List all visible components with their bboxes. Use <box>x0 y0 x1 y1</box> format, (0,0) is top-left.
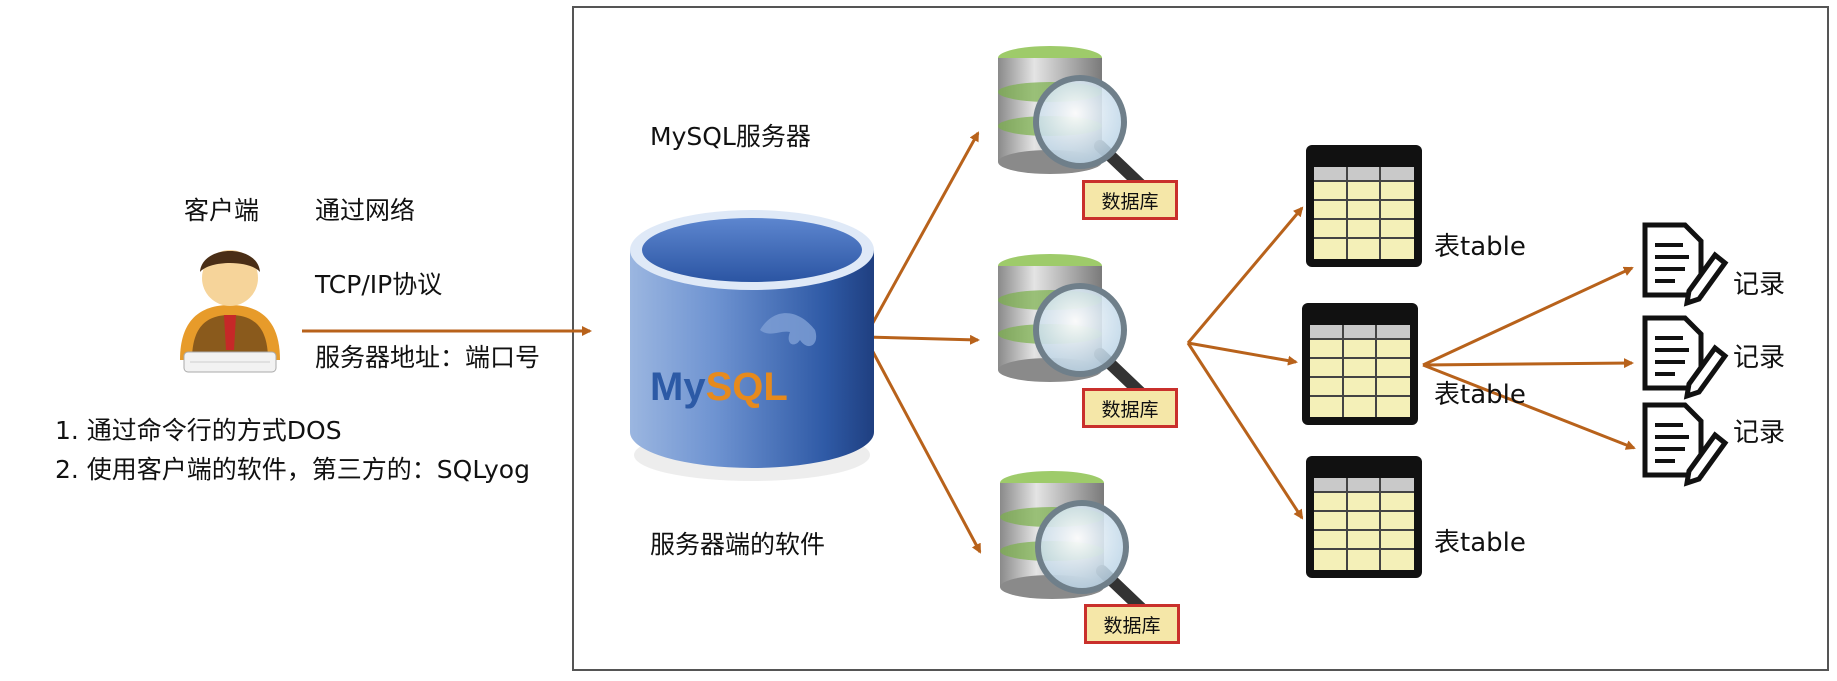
document-pencil-icon <box>1642 315 1729 400</box>
table-label: 表table <box>1434 528 1526 558</box>
document-pencil-icon <box>1642 402 1729 487</box>
database-tag: 数据库 <box>1084 604 1180 644</box>
table-to-record-arrows <box>1422 266 1636 450</box>
record-label: 记录 <box>1733 418 1786 448</box>
table-grid-icon <box>1306 145 1422 267</box>
record-label: 记录 <box>1733 270 1786 300</box>
table-label: 表table <box>1434 380 1526 410</box>
database-tag: 数据库 <box>1082 180 1178 220</box>
record-label: 记录 <box>1733 343 1786 373</box>
server-title: MySQL服务器 <box>650 122 811 151</box>
document-pencil-icon <box>1642 222 1729 307</box>
address-label: 服务器地址：端口号 <box>315 343 541 372</box>
database-magnifier-icon <box>998 46 1148 192</box>
database-tag: 数据库 <box>1082 388 1178 428</box>
database-magnifier-icon <box>998 254 1148 400</box>
client-note-1: 1. 通过命令行的方式DOS <box>55 416 342 445</box>
table-grid-icon <box>1306 456 1422 578</box>
server-to-db-arrows <box>863 131 982 554</box>
db-to-table-arrows <box>1186 206 1304 520</box>
client-note-2: 2. 使用客户端的软件，第三方的：SQLyog <box>55 455 530 484</box>
network-label: 通过网络 <box>315 196 416 225</box>
protocol-label: TCP/IP协议 <box>315 270 443 299</box>
mysql-logo-text: MySQL <box>650 365 788 409</box>
table-grid-icon <box>1302 303 1418 425</box>
client-label: 客户端 <box>184 196 260 225</box>
table-label: 表table <box>1434 232 1526 262</box>
user-at-keyboard-icon <box>180 250 280 373</box>
database-magnifier-icon <box>1000 471 1150 617</box>
server-side-frame <box>572 6 1829 671</box>
server-caption: 服务器端的软件 <box>650 530 826 559</box>
mysql-cylinder-icon <box>630 210 874 481</box>
